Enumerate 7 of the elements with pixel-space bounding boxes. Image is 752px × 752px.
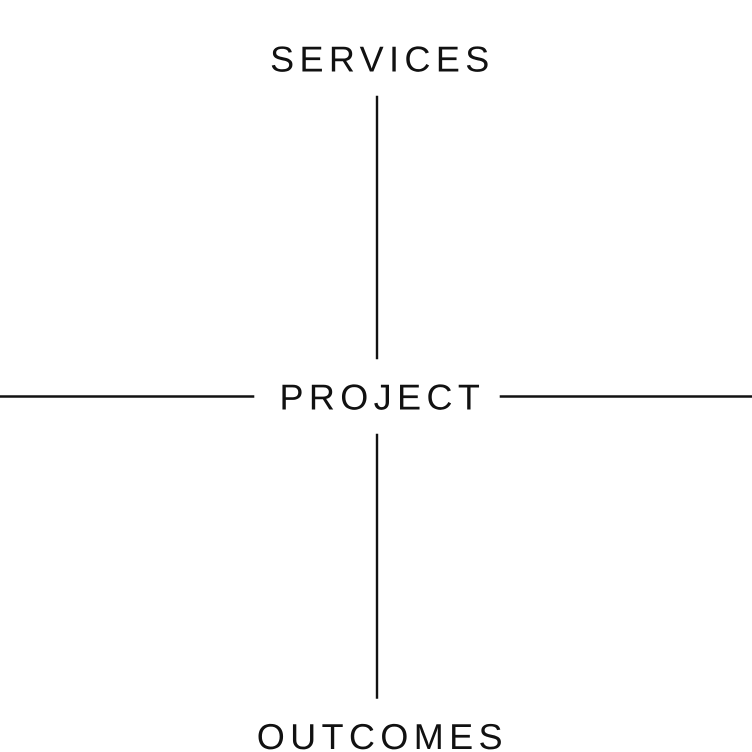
text-label: OUTCOMES: [258, 724, 501, 750]
connector-line: [500, 395, 752, 398]
text-label: SERVICES: [272, 46, 488, 72]
connector-line: [376, 434, 378, 699]
connector-line: [0, 395, 254, 398]
text-label: PROJECT: [282, 384, 480, 410]
connector-line: [376, 96, 378, 360]
